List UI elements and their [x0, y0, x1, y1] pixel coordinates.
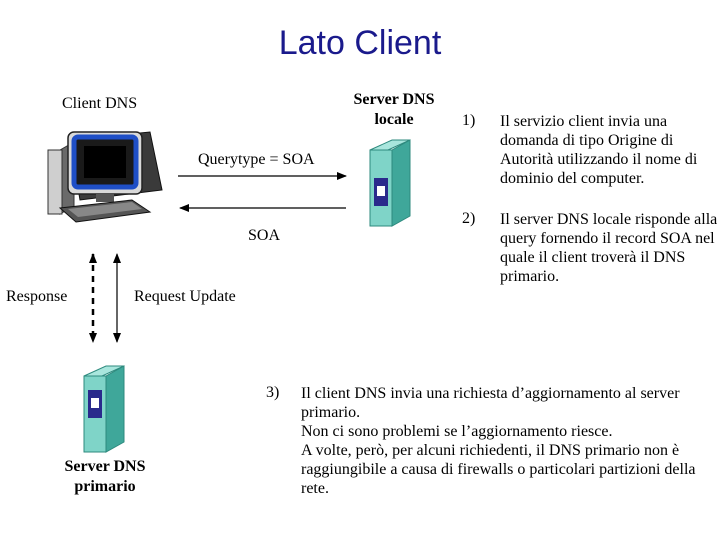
- response-label: Response: [6, 288, 68, 305]
- server-primary-label: Server DNS primario: [64, 458, 146, 495]
- server-local-icon: [369, 139, 411, 227]
- server-primary-icon: [83, 365, 125, 453]
- computer-icon: [47, 131, 163, 223]
- step-1-number: 1): [462, 112, 476, 129]
- step-2-number: 2): [462, 210, 476, 227]
- request-update-label: Request Update: [134, 288, 236, 305]
- querytype-label: Querytype = SOA: [198, 151, 315, 168]
- soa-label: SOA: [248, 227, 281, 244]
- step-3-number: 3): [266, 384, 280, 401]
- step-1-text: Il servizio client invia una domanda di …: [500, 113, 698, 187]
- server-local-label: Server DNS locale: [353, 91, 435, 128]
- client-dns-label: Client DNS: [62, 95, 138, 112]
- page-title: Lato Client: [278, 24, 442, 62]
- step-3-text: Il client DNS invia una richiesta d’aggi…: [301, 385, 696, 497]
- step-2-text: Il server DNS locale risponde alla query…: [500, 211, 718, 285]
